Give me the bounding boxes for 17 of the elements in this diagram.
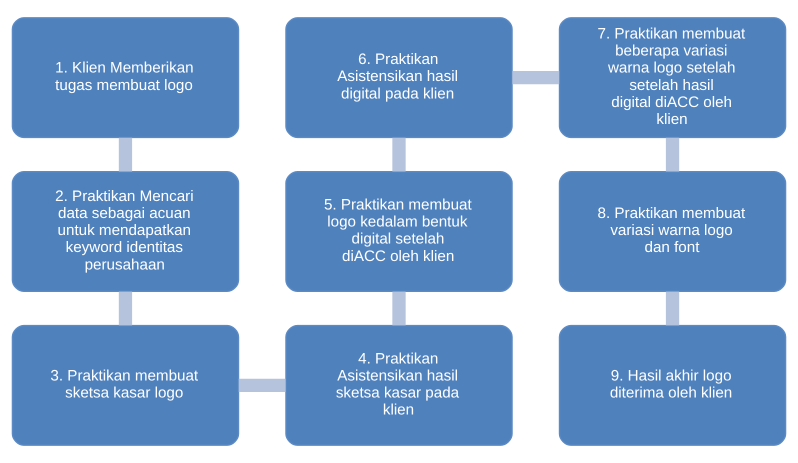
connector [392, 138, 406, 172]
connector [666, 138, 680, 172]
connector [392, 292, 406, 326]
node-box: 1. Klien Memberikan tugas membuat logo [12, 17, 240, 138]
node-box: 4. Praktikan Asistensikan hasil sketsa kasar pada klien [285, 324, 513, 446]
node-box: 9. Hasil akhir logo diterima oleh klien [558, 324, 786, 446]
node-box: 2. Praktikan Mencari data sebagai acuan untuk mendapatkan keyword identitas perusahaan [12, 170, 240, 292]
node-box: 6. Praktikan Asistensikan hasil digital pada klien [285, 17, 513, 138]
connector [666, 292, 680, 326]
node-box: 3. Praktikan membuat sketsa kasar logo [12, 324, 240, 446]
node-box: 5. Praktikan membuat logo kedalam bentuk digital setelah diACC oleh klien [285, 170, 513, 292]
connector [512, 70, 560, 84]
connector [238, 378, 286, 392]
connector [118, 292, 132, 326]
node-box: 8. Praktikan membuat variasi warna logo dan font [558, 170, 786, 292]
connector [118, 138, 132, 172]
node-box: 7. Praktikan membuat beberapa variasi warna logo setelah setelah hasil digital diACC oleh klien [558, 17, 786, 138]
